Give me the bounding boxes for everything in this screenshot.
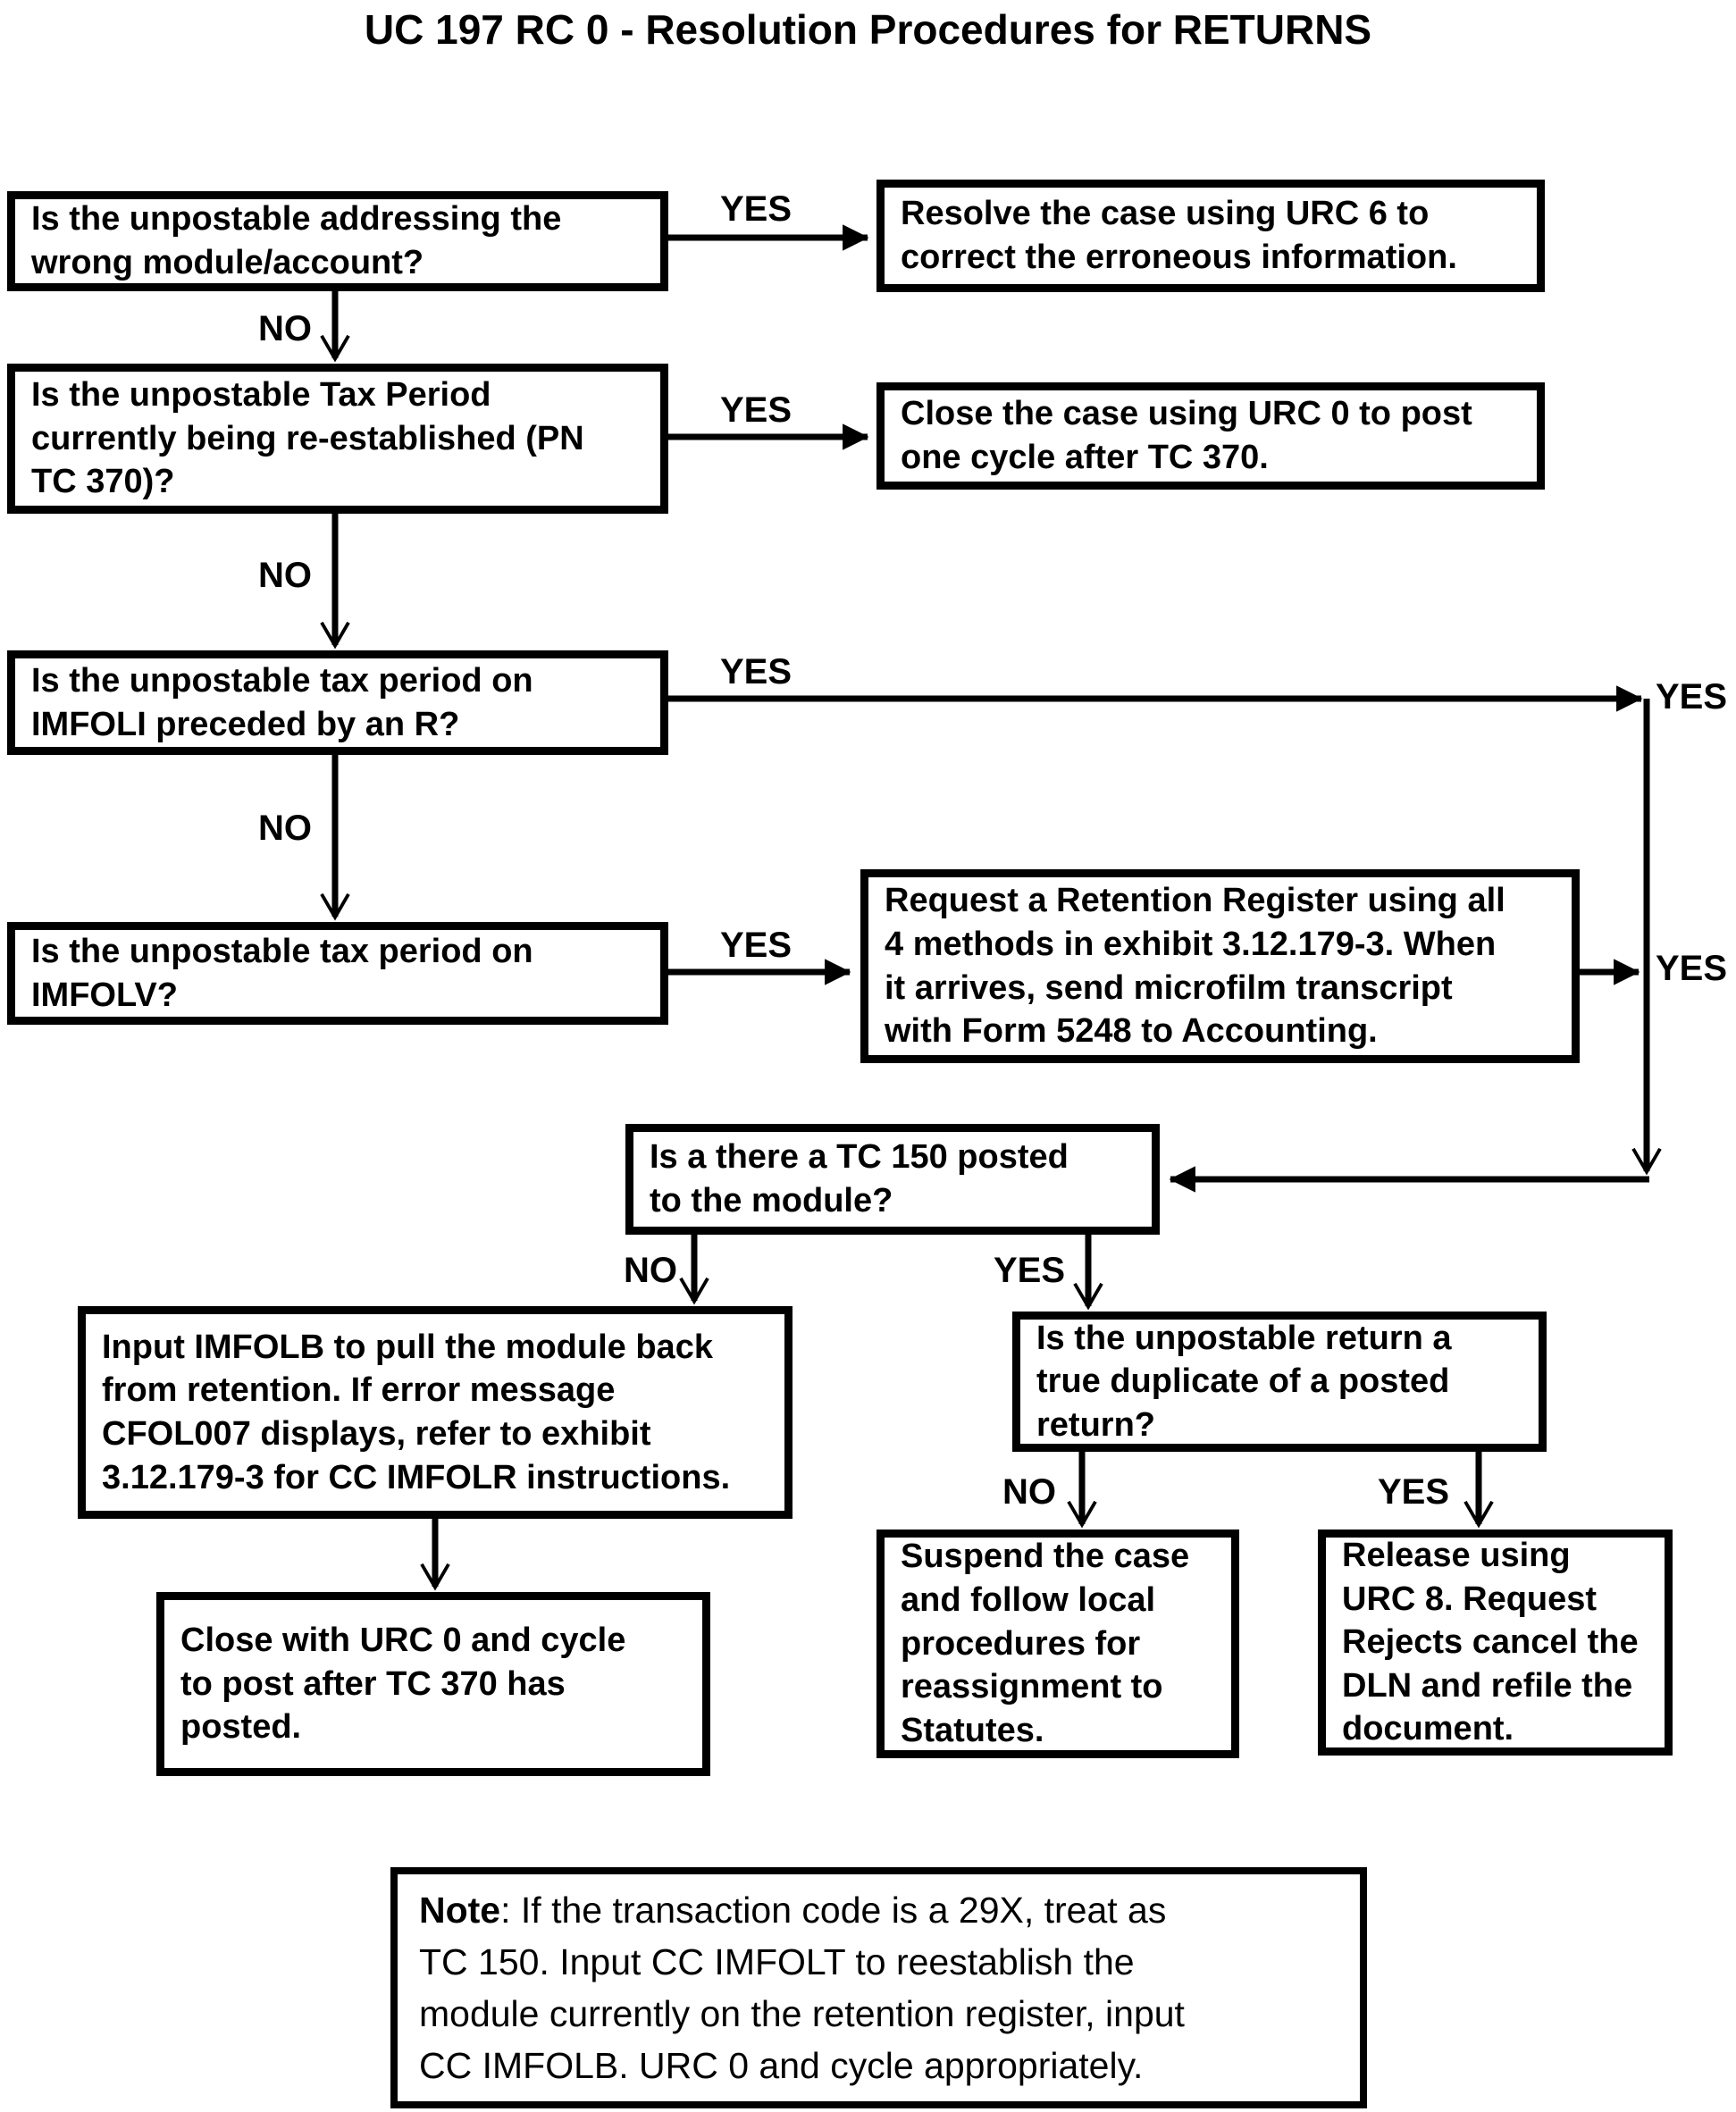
node-question-tc150-posted: Is a there a TC 150 posted to the module… xyxy=(625,1124,1160,1235)
node-close-urc0-one-cycle: Close the case using URC 0 to post one c… xyxy=(876,382,1545,490)
node-resolve-urc6: Resolve the case using URC 6 to correct … xyxy=(876,180,1545,292)
label-dup-yes: YES xyxy=(1378,1472,1450,1512)
node-close-urc0-cycle: Close with URC 0 and cycle to post after… xyxy=(156,1592,710,1776)
label-tc150-yes: YES xyxy=(994,1251,1066,1290)
note-body: : If the transaction code is a 29X, trea… xyxy=(419,1889,1185,2087)
node-question-wrong-module: Is the unpostable addressing the wrong m… xyxy=(7,191,668,291)
note-label: Note xyxy=(419,1889,501,1931)
node-retention-register: Request a Retention Register using all 4… xyxy=(860,869,1580,1063)
note-text: Note: If the transaction code is a 29X, … xyxy=(419,1884,1185,2092)
node-suspend-statutes: Suspend the case and follow local proced… xyxy=(876,1530,1239,1758)
label-q1-yes: YES xyxy=(720,189,793,229)
label-q3-yes-right: YES xyxy=(1656,677,1728,717)
label-q3-no: NO xyxy=(258,809,312,848)
label-q1-no: NO xyxy=(258,309,312,348)
node-input-imfolb: Input IMFOLB to pull the module back fro… xyxy=(78,1306,793,1519)
node-question-imfoli-r: Is the unpostable tax period on IMFOLI p… xyxy=(7,650,668,755)
label-tc150-no: NO xyxy=(624,1251,677,1290)
node-question-tax-period-reestablished: Is the unpostable Tax Period currently b… xyxy=(7,364,668,514)
label-q2-yes: YES xyxy=(720,390,793,430)
node-question-imfolv: Is the unpostable tax period on IMFOLV? xyxy=(7,922,668,1025)
page-title: UC 197 RC 0 - Resolution Procedures for … xyxy=(364,6,1372,53)
label-q2-no: NO xyxy=(258,556,312,595)
note-box: Note: If the transaction code is a 29X, … xyxy=(390,1867,1367,2108)
label-dup-no: NO xyxy=(1002,1472,1056,1512)
label-q4-yes: YES xyxy=(720,926,793,965)
node-release-urc8: Release using URC 8. Request Rejects can… xyxy=(1318,1530,1673,1756)
label-q4-yes-right: YES xyxy=(1656,949,1728,988)
node-question-true-duplicate: Is the unpostable return a true duplicat… xyxy=(1012,1312,1547,1452)
label-q3-yes-left: YES xyxy=(720,652,793,691)
